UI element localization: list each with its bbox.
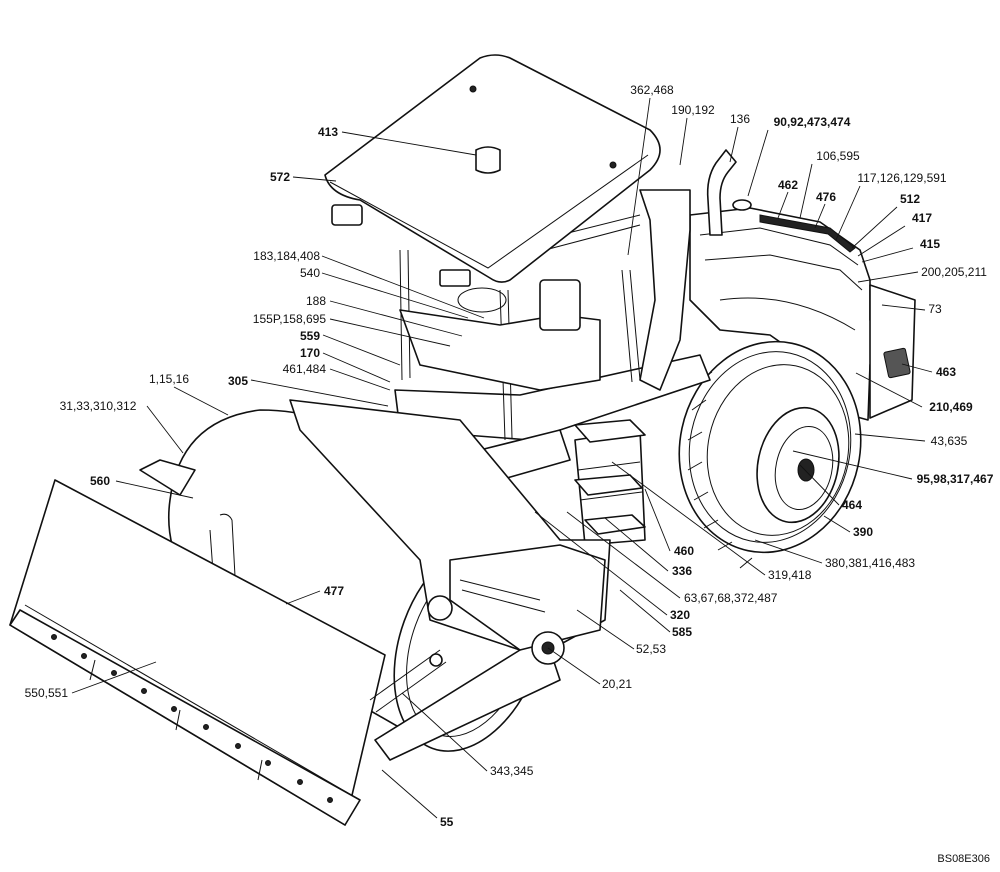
callout-136: 136 <box>730 112 750 126</box>
operator-seat <box>539 279 581 331</box>
callout-460: 460 <box>674 544 694 558</box>
callout-210-469: 210,469 <box>929 400 973 414</box>
beacon-light <box>475 146 501 174</box>
callout-55: 55 <box>440 815 454 829</box>
callout-73: 73 <box>928 302 942 316</box>
leader-lines <box>71 97 933 819</box>
rear-grille <box>883 347 911 379</box>
callout-477: 477 <box>324 584 344 598</box>
callout-560: 560 <box>90 474 110 488</box>
callout-319-418: 319,418 <box>768 568 812 582</box>
callout-170: 170 <box>300 346 320 360</box>
callout-305: 305 <box>228 374 248 388</box>
callout-20-21: 20,21 <box>602 677 632 691</box>
callout-380-381-416-483: 380,381,416,483 <box>825 556 915 570</box>
callout-390: 390 <box>853 525 873 539</box>
exhaust-stack <box>706 149 752 236</box>
machine-drawing <box>9 54 916 826</box>
callout-461-484: 461,484 <box>283 362 327 376</box>
callout-463: 463 <box>936 365 956 379</box>
callout-52-53: 52,53 <box>636 642 666 656</box>
callout-572: 572 <box>270 170 290 184</box>
callout-512: 512 <box>900 192 920 206</box>
callout-462: 462 <box>778 178 798 192</box>
callout-183-184-408: 183,184,408 <box>253 249 320 263</box>
callout-413: 413 <box>318 125 338 139</box>
callout-200-205-211: 200,205,211 <box>921 265 987 279</box>
dozer-blade <box>9 459 447 826</box>
callout-63-67-68-372-487: 63,67,68,372,487 <box>684 591 778 605</box>
callout-188: 188 <box>306 294 326 308</box>
callout-343-345: 343,345 <box>490 764 534 778</box>
callout-31-33-310-312: 31,33,310,312 <box>60 399 137 413</box>
callout-362-468: 362,468 <box>630 83 674 97</box>
callout-320: 320 <box>670 608 690 622</box>
callout-540: 540 <box>300 266 320 280</box>
rops-cab <box>399 189 691 441</box>
callout-550-551: 550,551 <box>25 686 69 700</box>
rear-tire <box>678 340 862 569</box>
drawing-code: BS08E306 <box>937 853 990 865</box>
callout-155p-158-695: 155P,158,695 <box>253 312 327 326</box>
callout-106-595: 106,595 <box>816 149 860 163</box>
callout-117-126-129-591: 117,126,129,591 <box>857 171 947 185</box>
callout-190-192: 190,192 <box>671 103 715 117</box>
drum-yoke <box>289 399 611 761</box>
callout-476: 476 <box>816 190 836 204</box>
access-steps <box>574 419 646 535</box>
callout-415: 415 <box>920 237 940 251</box>
callout-585: 585 <box>672 625 692 639</box>
steering-wheel <box>457 287 507 313</box>
callout-336: 336 <box>672 564 692 578</box>
callout-43-635: 43,635 <box>931 434 968 448</box>
canopy-roof <box>324 54 661 283</box>
callout-95-98-317-467: 95,98,317,467 <box>917 472 994 486</box>
callout-90-92-473-474: 90,92,473,474 <box>774 115 851 129</box>
callout-559: 559 <box>300 329 320 343</box>
callout-464: 464 <box>842 498 862 512</box>
callout-labels: 413 572 362,468 190,192 136 90,92,473,47… <box>25 83 994 865</box>
callout-1-15-16: 1,15,16 <box>149 372 189 386</box>
callout-417: 417 <box>912 211 932 225</box>
